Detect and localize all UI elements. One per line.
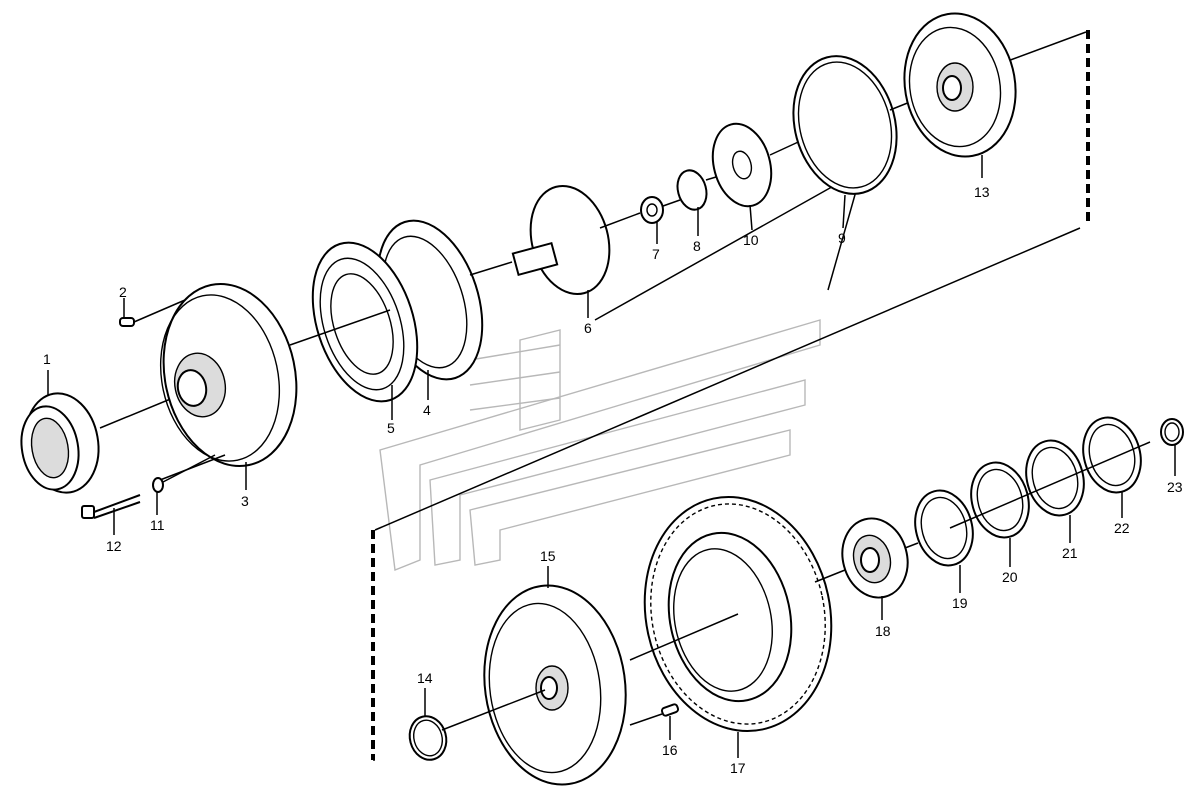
label-19: 19 [952, 595, 968, 611]
label-6: 6 [584, 320, 592, 336]
label-10: 10 [743, 232, 759, 248]
part-17-ring-gear [629, 496, 856, 732]
part-8-snap-ring [676, 169, 717, 211]
label-5: 5 [387, 420, 395, 436]
label-8: 8 [693, 238, 701, 254]
part-16-pin [629, 703, 680, 726]
label-16: 16 [662, 742, 678, 758]
part-2-pin [119, 299, 186, 327]
label-18: 18 [875, 623, 891, 639]
part-15-carrier [483, 584, 627, 786]
label-23: 23 [1167, 479, 1183, 495]
watermark-logo [379, 319, 821, 571]
part-20-shim [970, 461, 1030, 539]
label-11: 11 [150, 517, 165, 533]
part-6-pinion-shaft [469, 184, 641, 296]
part-13-cover [903, 12, 1017, 158]
part-labels: 1 2 3 4 5 6 7 8 9 10 11 12 13 14 15 16 1… [43, 184, 1183, 776]
guide-lines [373, 31, 1087, 761]
label-4: 4 [423, 402, 431, 418]
label-2: 2 [119, 284, 127, 300]
label-1: 1 [43, 351, 51, 367]
part-18-bearing [841, 517, 919, 599]
label-21: 21 [1062, 545, 1078, 561]
label-17: 17 [730, 760, 746, 776]
label-9: 9 [838, 230, 846, 246]
part-22-shim [949, 416, 1151, 529]
part-7-nut [640, 196, 681, 224]
part-12-bolt [81, 494, 141, 519]
label-7: 7 [652, 246, 660, 262]
label-12: 12 [106, 538, 122, 554]
part-5-disc-pack [289, 241, 419, 403]
label-22: 22 [1114, 520, 1130, 536]
label-15: 15 [540, 548, 556, 564]
label-14: 14 [417, 670, 433, 686]
label-20: 20 [1002, 569, 1018, 585]
part-23-snap-ring [1160, 418, 1184, 446]
part-19-shim [914, 489, 974, 567]
part-3-housing [159, 283, 298, 481]
part-11-washer [152, 454, 216, 493]
label-3: 3 [241, 493, 249, 509]
assembly-boundary [371, 30, 1090, 760]
label-leaders [47, 155, 1176, 758]
part-14-ring [408, 689, 546, 761]
label-13: 13 [974, 184, 990, 200]
part-9-o-ring [792, 55, 946, 195]
part-10-washer [711, 122, 821, 208]
